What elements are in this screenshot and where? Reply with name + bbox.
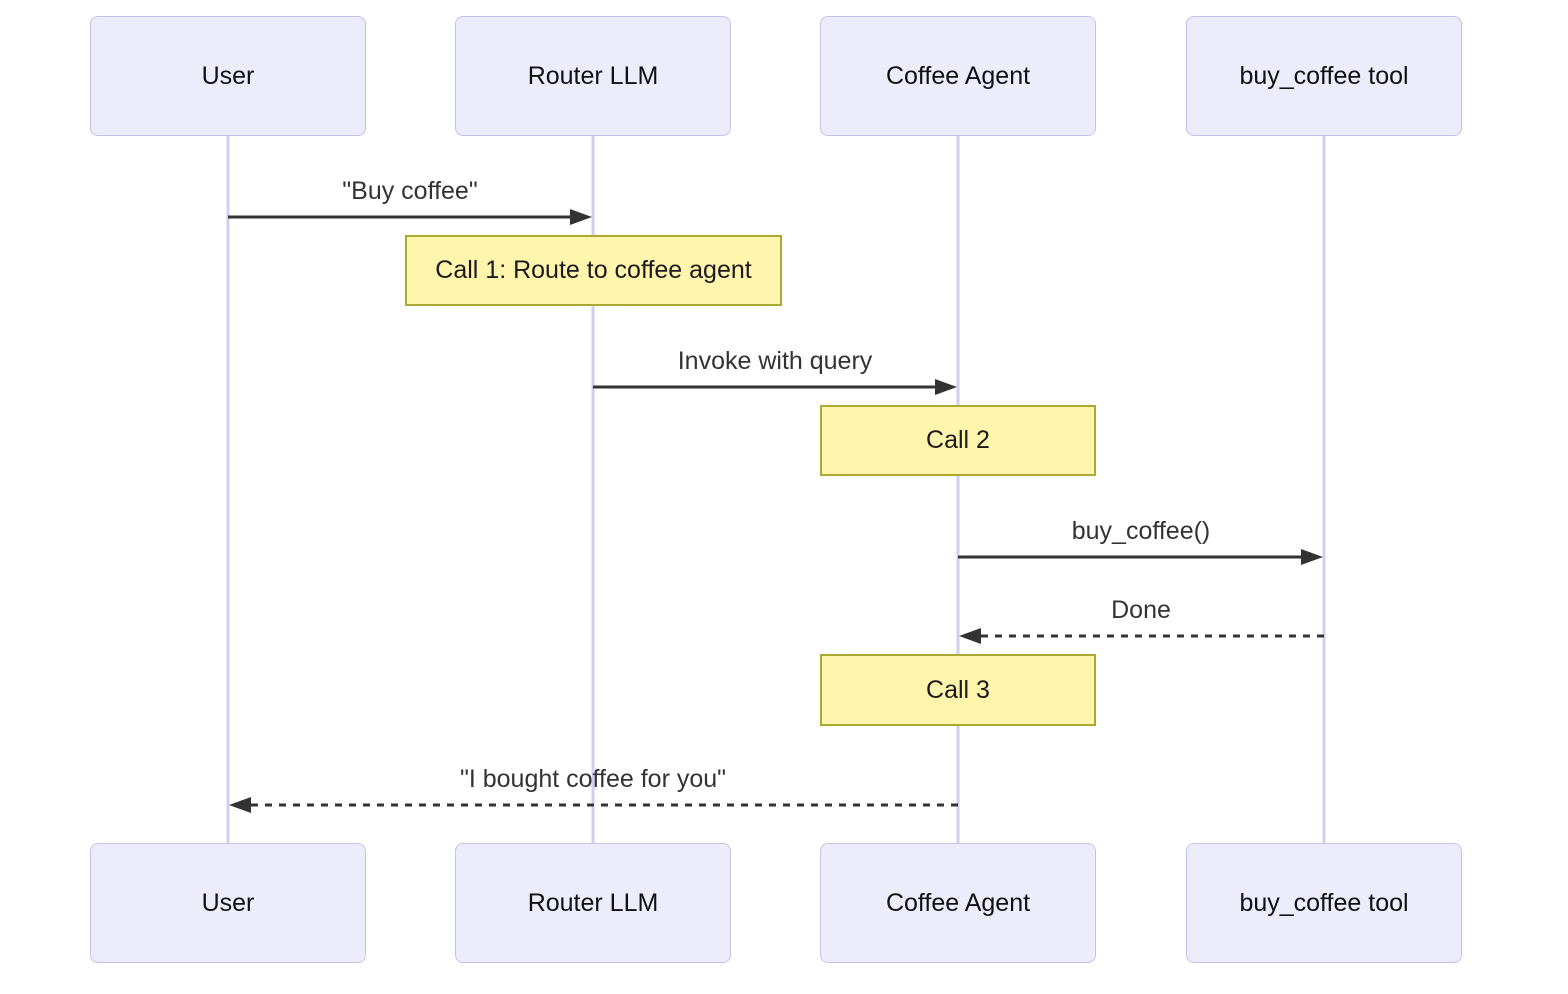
actor-box-router-llm-top: Router LLM <box>455 16 731 136</box>
actor-box-buy-coffee-tool-top: buy_coffee tool <box>1186 16 1462 136</box>
actor-label-coffee-agent: Coffee Agent <box>885 61 1031 90</box>
message-label-buy-coffee-call: buy_coffee() <box>1071 517 1211 545</box>
actor-box-coffee-agent-top: Coffee Agent <box>820 16 1096 136</box>
actor-label-router-llm: Router LLM <box>527 61 659 90</box>
actor-label-buy-coffee-tool: buy_coffee tool <box>1239 888 1409 917</box>
note-call-3: Call 3 <box>820 654 1096 726</box>
message-label-invoke-with-query: Invoke with query <box>677 347 873 375</box>
arrowhead-left-icon <box>959 628 981 644</box>
arrowhead-right-icon <box>935 379 957 395</box>
note-call-1: Call 1: Route to coffee agent <box>405 235 782 306</box>
note-call-2: Call 2 <box>820 405 1096 476</box>
note-label-call-2: Call 2 <box>926 426 990 454</box>
actor-box-user-top: User <box>90 16 366 136</box>
actor-label-user: User <box>201 61 255 90</box>
message-label-done: Done <box>1111 596 1171 624</box>
actor-label-router-llm: Router LLM <box>527 888 659 917</box>
actor-box-router-llm-bottom: Router LLM <box>455 843 731 963</box>
arrowhead-right-icon <box>570 209 592 225</box>
actor-box-user-bottom: User <box>90 843 366 963</box>
message-label-i-bought-coffee: "I bought coffee for you" <box>459 765 727 793</box>
note-label-call-1: Call 1: Route to coffee agent <box>435 256 752 284</box>
actor-label-coffee-agent: Coffee Agent <box>885 888 1031 917</box>
message-label-buy-coffee: "Buy coffee" <box>342 177 478 205</box>
actor-label-user: User <box>201 888 255 917</box>
arrowhead-right-icon <box>1301 549 1323 565</box>
actor-label-buy-coffee-tool: buy_coffee tool <box>1239 61 1409 90</box>
note-label-call-3: Call 3 <box>926 675 990 704</box>
arrowhead-left-icon <box>229 797 251 813</box>
actor-box-buy-coffee-tool-bottom: buy_coffee tool <box>1186 843 1462 963</box>
actor-box-coffee-agent-bottom: Coffee Agent <box>820 843 1096 963</box>
